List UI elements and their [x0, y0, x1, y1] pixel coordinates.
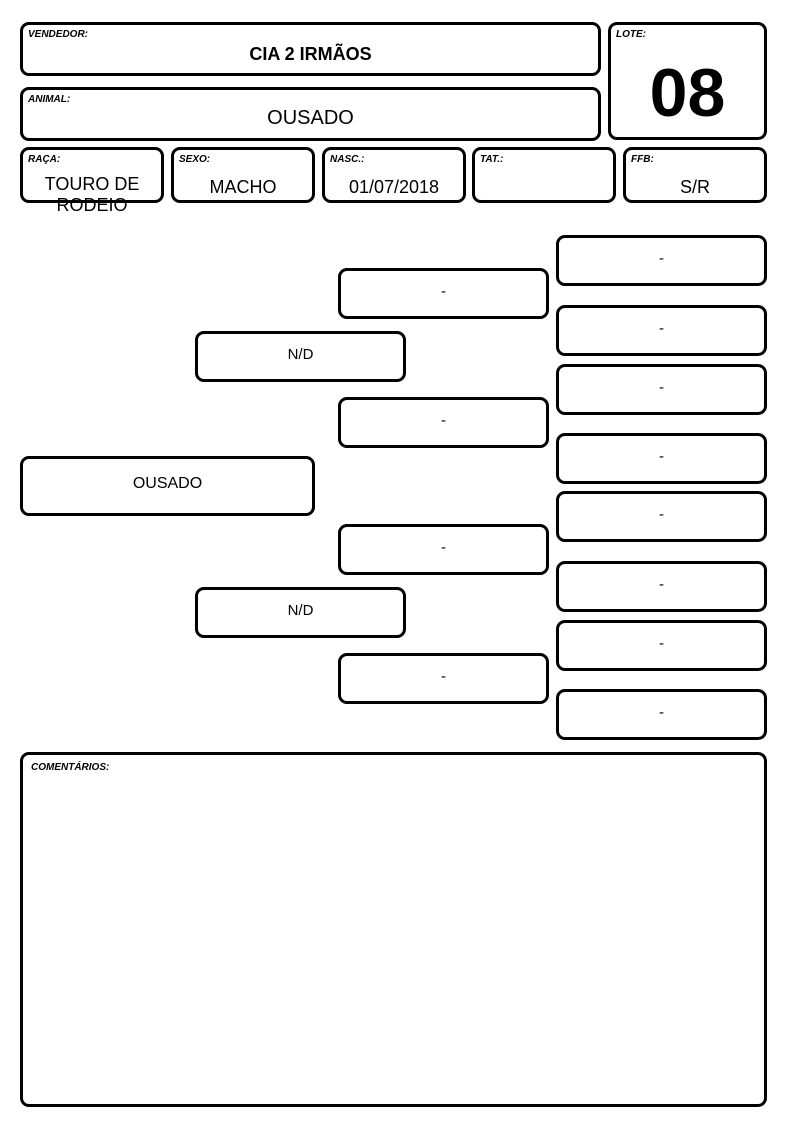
pedigree-great-grandparent-name: - [659, 320, 664, 337]
pedigree-dam: N/D [195, 587, 406, 638]
pedigree-great-grandparent: - [556, 305, 767, 356]
pedigree-great-grandparent: - [556, 689, 767, 740]
pedigree-grandparent-name: - [441, 283, 446, 300]
ffb-box: FFB: S/R [623, 147, 767, 203]
pedigree-animal-name: OUSADO [132, 475, 203, 492]
vendedor-box: VENDEDOR: CIA 2 IRMÃOS [20, 22, 601, 76]
vendedor-value: CIA 2 IRMÃOS [249, 44, 372, 64]
ffb-label: FFB: [631, 154, 654, 165]
pedigree-great-grandparent-name: - [659, 576, 664, 593]
sexo-box: SEXO: MACHO [171, 147, 315, 203]
pedigree-sire-name: N/D [287, 346, 314, 363]
raca-box: RAÇA: TOURO DE RODEIO [20, 147, 164, 215]
nasc-label: NASC.: [330, 154, 365, 165]
comments-label: COMENTÁRIOS: [31, 762, 110, 773]
tat-box: TAT.: [472, 147, 616, 203]
pedigree-grandparent: - [338, 397, 549, 448]
pedigree-great-grandparent-name: - [659, 635, 664, 652]
pedigree-great-grandparent: - [556, 620, 767, 671]
pedigree-great-grandparent-name: - [659, 704, 664, 721]
tat-label: TAT.: [480, 154, 504, 165]
raca-label: RAÇA: [28, 154, 61, 165]
nasc-value: 01/07/2018 [348, 177, 440, 197]
animal-value: OUSADO [267, 107, 354, 129]
pedigree-great-grandparent: - [556, 433, 767, 484]
comments-box: COMENTÁRIOS: [20, 752, 767, 1107]
lote-value: 08 [649, 55, 726, 131]
nasc-box: NASC.: 01/07/2018 [322, 147, 466, 203]
pedigree-great-grandparent-name: - [659, 506, 664, 523]
lote-box: LOTE: 08 [608, 22, 767, 140]
raca-value: TOURO DE RODEIO [44, 174, 140, 215]
sexo-label: SEXO: [179, 154, 211, 165]
lote-label: LOTE: [616, 29, 646, 40]
pedigree-grandparent-name: - [441, 412, 446, 429]
animal-box: ANIMAL: OUSADO [20, 87, 601, 141]
pedigree-grandparent-name: - [441, 668, 446, 685]
pedigree-great-grandparent: - [556, 364, 767, 415]
pedigree-grandparent: - [338, 524, 549, 575]
pedigree-dam-name: N/D [287, 602, 314, 619]
pedigree-great-grandparent-name: - [659, 448, 664, 465]
pedigree-great-grandparent: - [556, 491, 767, 542]
animal-label: ANIMAL: [28, 94, 71, 105]
pedigree-grandparent: - [338, 268, 549, 319]
pedigree-sire: N/D [195, 331, 406, 382]
pedigree-grandparent: - [338, 653, 549, 704]
pedigree-great-grandparent: - [556, 235, 767, 286]
pedigree-great-grandparent: - [556, 561, 767, 612]
sexo-value: MACHO [209, 177, 277, 197]
pedigree-great-grandparent-name: - [659, 250, 664, 267]
vendedor-label: VENDEDOR: [28, 29, 89, 40]
pedigree-animal: OUSADO [20, 456, 315, 516]
pedigree-great-grandparent-name: - [659, 379, 664, 396]
ffb-value: S/R [679, 177, 710, 197]
pedigree-grandparent-name: - [441, 539, 446, 556]
